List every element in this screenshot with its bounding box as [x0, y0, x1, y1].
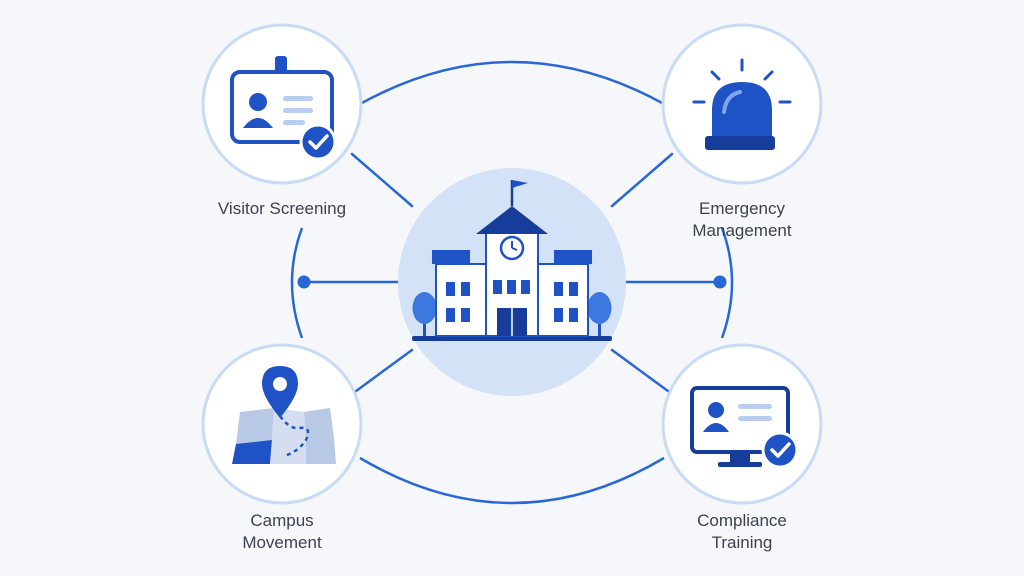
map-pin-route-icon: [232, 366, 336, 464]
right-arc: [720, 227, 734, 339]
label-line: Compliance: [697, 511, 787, 530]
bottom-arc: [359, 456, 665, 505]
label-emergency-management: Emergency Management: [642, 198, 842, 242]
flag-icon: [512, 180, 528, 188]
connector-arcs: [290, 60, 734, 505]
id-badge-check-icon: [230, 56, 337, 161]
label-line: Management: [692, 221, 792, 240]
label-visitor-screening: Visitor Screening: [182, 198, 382, 220]
label-line: Movement: [242, 533, 322, 552]
label-line: Training: [711, 533, 773, 552]
spoke-compliance: [610, 348, 674, 396]
right-junction-dot: [713, 275, 727, 289]
school-building-icon: [412, 180, 612, 341]
spoke-visitor: [350, 152, 414, 208]
label-line: Emergency: [699, 199, 785, 218]
label-line: Visitor Screening: [217, 199, 347, 218]
right-tree-icon: [587, 292, 612, 336]
left-arc: [290, 227, 304, 339]
label-compliance-training: Compliance Training: [642, 510, 842, 554]
spoke-emergency: [610, 152, 674, 208]
label-campus-movement: Campus Movement: [182, 510, 382, 554]
spoke-campus: [350, 348, 414, 396]
spoke-lines: [302, 152, 722, 396]
check-badge-icon: [761, 431, 799, 469]
monitor-profile-check-icon: [690, 386, 799, 469]
left-junction-dot: [297, 275, 311, 289]
label-line: Campus: [250, 511, 314, 530]
top-arc: [359, 60, 665, 106]
windows: [446, 280, 578, 322]
clock-icon: [499, 235, 525, 261]
emergency-siren-icon: [692, 58, 792, 150]
location-pin-icon: [262, 366, 298, 418]
check-badge-icon: [299, 123, 337, 161]
left-tree-icon: [412, 292, 437, 336]
